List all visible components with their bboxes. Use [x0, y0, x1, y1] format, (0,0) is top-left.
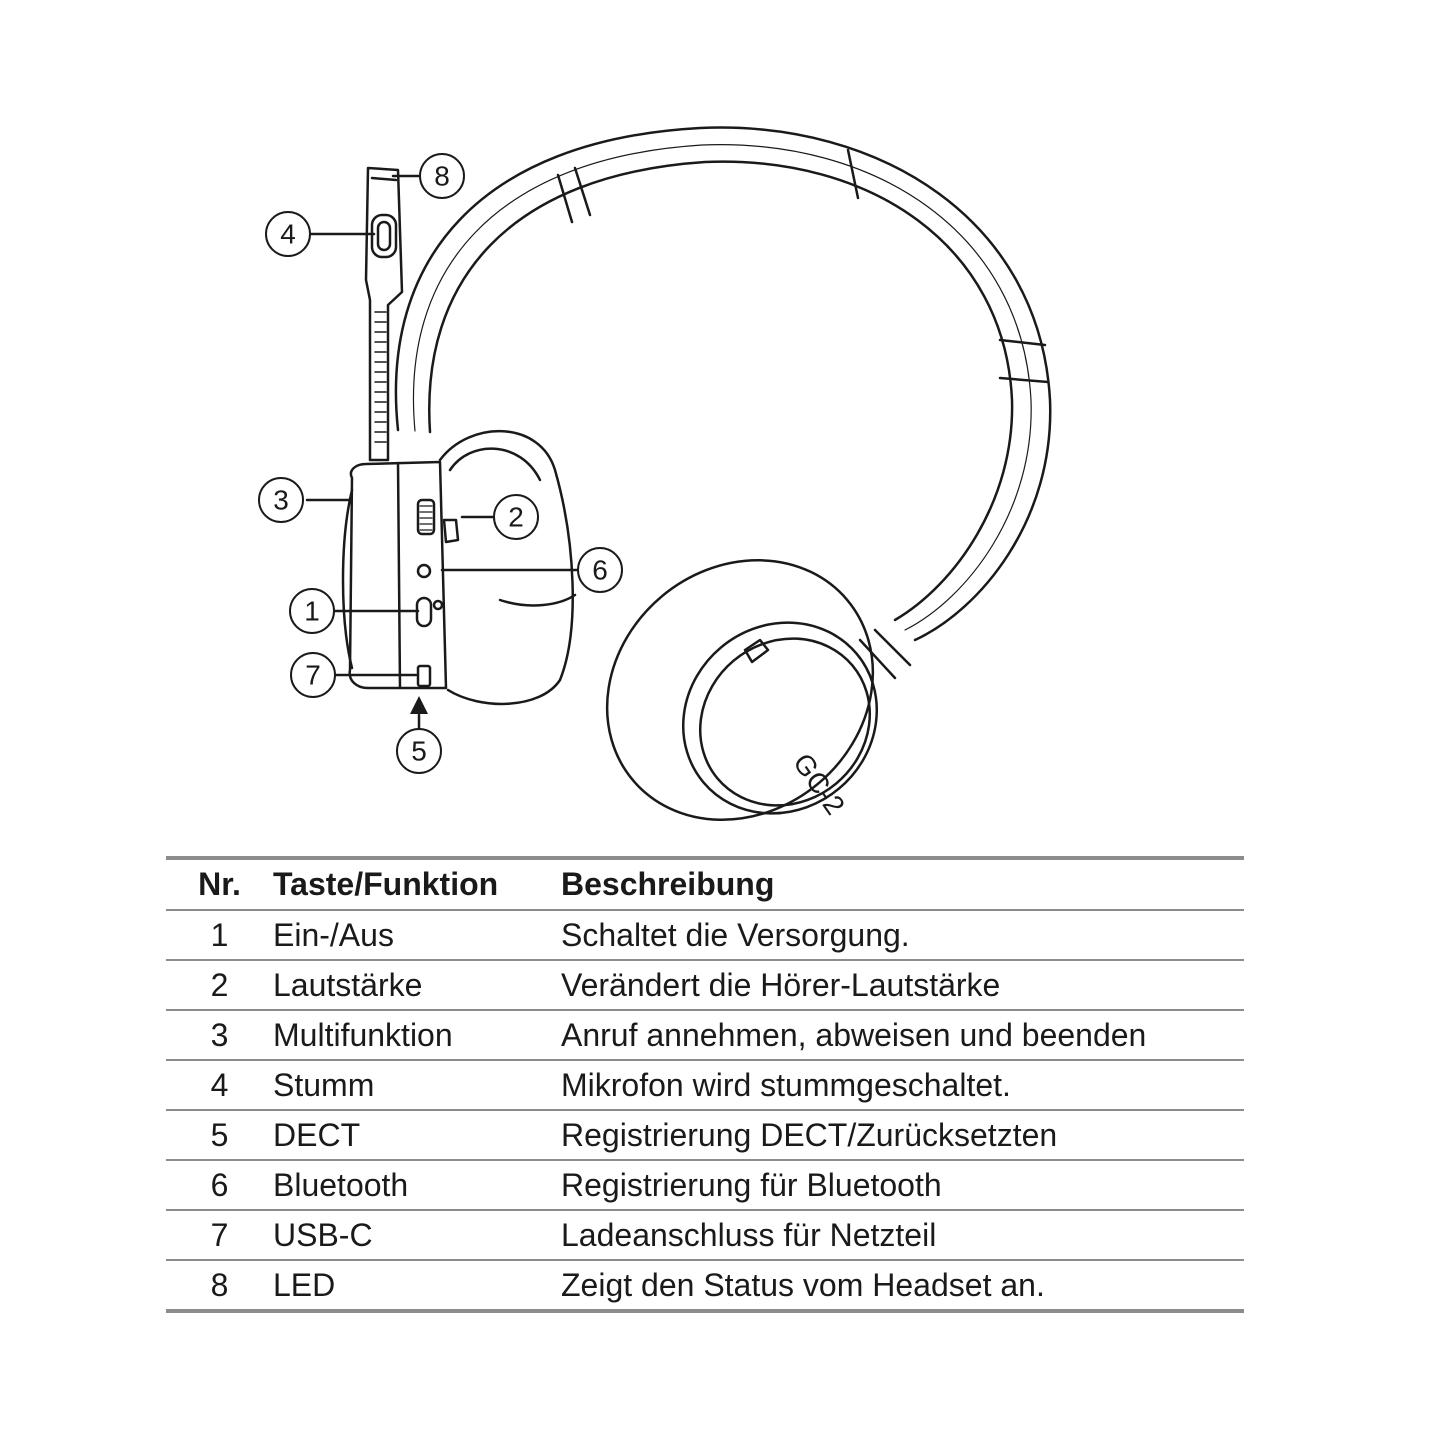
table-bottom-rule	[166, 1309, 1244, 1313]
left-cushion	[438, 430, 574, 706]
header-desc: Beschreibung	[561, 860, 1244, 911]
row-desc: Zeigt den Status vom Headset an.	[561, 1266, 1045, 1303]
row-desc: Ladeanschluss für Netzteil	[561, 1210, 1244, 1261]
table-row: 6 Bluetooth Registrierung für Bluetooth	[166, 1160, 1244, 1211]
callout-7-circle	[290, 652, 336, 698]
table-row: 4 Stumm Mikrofon wird stummgeschaltet.	[166, 1060, 1244, 1111]
callout-1-circle	[289, 588, 335, 634]
callout-8: 8	[434, 161, 450, 192]
row-key: USB-C	[273, 1210, 561, 1261]
row-nr: 8	[210, 1266, 229, 1303]
table-row: 1 Ein-/Aus Schaltet die Versorgung.	[166, 910, 1244, 961]
row-desc: Registrierung für Bluetooth	[561, 1160, 1244, 1211]
row-key: Lautstärke	[273, 960, 561, 1011]
callout-3-circle	[258, 477, 304, 523]
mic-boom	[364, 166, 404, 462]
row-key: Stumm	[273, 1060, 561, 1111]
row-desc: Mikrofon wird stummgeschaltet.	[561, 1060, 1244, 1111]
callout-4: 4	[280, 219, 296, 250]
row-nr: 4	[166, 1060, 273, 1111]
callout-3: 3	[273, 485, 289, 516]
table-row: 3 Multifunktion Anruf annehmen, abweisen…	[166, 1010, 1244, 1061]
headband-inner	[428, 160, 1014, 622]
headset-diagram: GC-2 1 2 3 4 5 6 7 8	[258, 126, 1052, 821]
callout-6-circle	[577, 547, 623, 593]
row-desc: Anruf annehmen, abweisen und beenden	[561, 1010, 1244, 1061]
table-top-rule	[166, 856, 1244, 860]
row-nr: 7	[166, 1210, 273, 1261]
header-key: Taste/Funktion	[273, 860, 561, 911]
row-desc: Schaltet die Versorgung.	[561, 910, 1244, 961]
callout-5-circle	[396, 728, 442, 774]
table-row: 8 LED Zeigt den Status vom Headset an.	[166, 1260, 1244, 1309]
callout-2-circle	[493, 494, 539, 540]
row-key: LED	[273, 1266, 336, 1303]
row-nr: 5	[166, 1110, 273, 1161]
callout-6: 6	[592, 555, 608, 586]
table-row: 2 Lautstärke Verändert die Hörer-Lautstä…	[166, 960, 1244, 1011]
callout-7: 7	[305, 660, 321, 691]
row-desc: Registrierung DECT/Zurücksetzten	[561, 1110, 1244, 1161]
function-table: Nr. Taste/Funktion Beschreibung 1 Ein-/A…	[166, 856, 1244, 1313]
callout-5: 5	[411, 736, 427, 767]
row-nr: 1	[166, 910, 273, 961]
row-key: Bluetooth	[273, 1160, 561, 1211]
arrow-5	[410, 696, 428, 714]
callout-1: 1	[304, 596, 320, 627]
headband-outer	[394, 126, 1052, 642]
row-desc: Verändert die Hörer-Lautstärke	[561, 960, 1244, 1011]
row-key: DECT	[273, 1110, 561, 1161]
row-nr: 2	[166, 960, 273, 1011]
right-cushion	[605, 559, 875, 821]
row-key: Multifunktion	[273, 1010, 561, 1061]
table-row: 7 USB-C Ladeanschluss für Netzteil	[166, 1210, 1244, 1261]
table-header-row: Nr. Taste/Funktion Beschreibung	[166, 860, 1244, 911]
row-key: Ein-/Aus	[273, 910, 561, 961]
callout-4-circle	[265, 211, 311, 257]
left-earcup-body	[348, 460, 448, 690]
callout-2: 2	[508, 502, 524, 533]
header-nr: Nr.	[166, 860, 273, 911]
row-nr: 3	[166, 1010, 273, 1061]
callout-8-circle	[419, 153, 465, 199]
row-nr: 6	[166, 1160, 273, 1211]
table-row: 5 DECT Registrierung DECT/Zurücksetzten	[166, 1110, 1244, 1161]
